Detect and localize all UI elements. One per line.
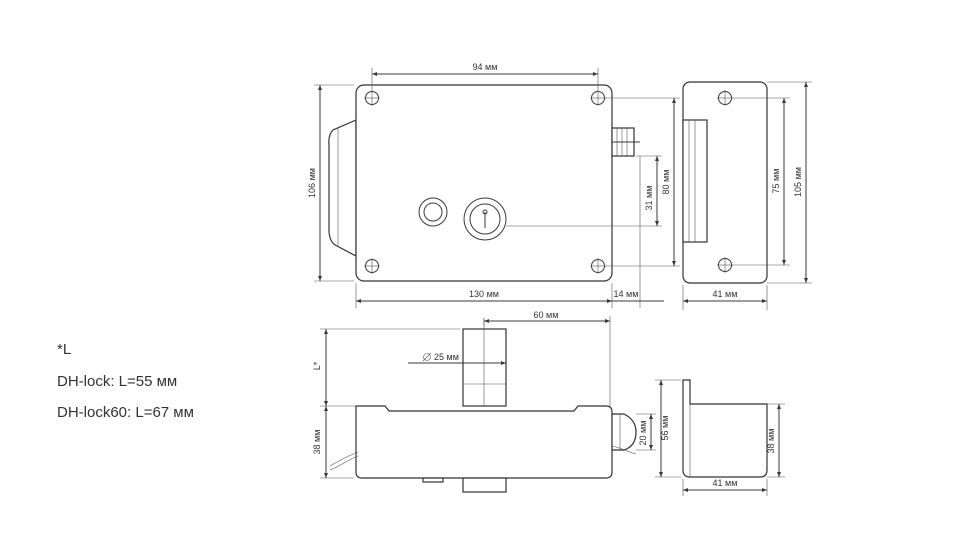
dim-41-top: 41 мм xyxy=(713,289,738,299)
side-dimensions: 75 мм 105 мм 41 мм xyxy=(682,81,812,310)
top-dimensions: 60 мм 25 мм L* 38 мм 20 мм xyxy=(312,310,656,479)
front-dimensions: 94 мм 106 мм 130 мм 14 мм 80 мм 31 мм xyxy=(307,62,680,308)
front-button-outer xyxy=(418,197,448,227)
note-star-l: *L xyxy=(57,341,72,358)
strike-plate xyxy=(682,379,768,478)
top-lock-body xyxy=(355,405,613,479)
front-lock-body xyxy=(355,84,613,282)
dim-38-right: 38 мм xyxy=(766,429,776,454)
dim-94: 94 мм xyxy=(473,62,498,72)
wire-2 xyxy=(329,455,359,471)
dim-106: 106 мм xyxy=(307,168,317,198)
dim-25: 25 мм xyxy=(434,352,459,362)
dim-41-bottom: 41 мм xyxy=(713,478,738,488)
dim-80: 80 мм xyxy=(661,170,671,195)
front-latch xyxy=(611,127,640,157)
dim-56: 56 мм xyxy=(660,416,670,441)
note-dh-lock60: DH-lock60: L=67 мм xyxy=(57,404,194,421)
dim-105: 105 мм xyxy=(793,167,803,197)
dim-60: 60 мм xyxy=(534,310,559,320)
dim-75: 75 мм xyxy=(771,169,781,194)
strike-body xyxy=(682,379,768,478)
front-cylinder-inner xyxy=(469,203,501,235)
side-screw-holes xyxy=(717,90,733,273)
dim-14: 14 мм xyxy=(614,289,639,299)
side-view xyxy=(682,81,768,284)
dim-31: 31 мм xyxy=(644,186,654,211)
top-cylinder-back xyxy=(462,477,507,493)
diameter-symbol xyxy=(423,353,431,361)
strike-dimensions: 56 мм 38 мм 41 мм xyxy=(655,379,785,496)
front-view xyxy=(328,84,640,282)
front-bolt-housing xyxy=(328,119,357,257)
dim-38-left: 38 мм xyxy=(312,430,322,455)
top-latch xyxy=(611,413,637,451)
wire-1 xyxy=(329,451,359,467)
front-button-inner xyxy=(423,202,443,222)
top-cylinder xyxy=(462,328,507,407)
top-view xyxy=(329,318,637,493)
front-cylinder-outer xyxy=(463,197,507,241)
dim-20: 20 мм xyxy=(638,421,648,446)
dim-130: 130 мм xyxy=(469,289,499,299)
dim-l-star: L* xyxy=(312,361,322,370)
note-dh-lock: DH-lock: L=55 мм xyxy=(57,373,178,390)
